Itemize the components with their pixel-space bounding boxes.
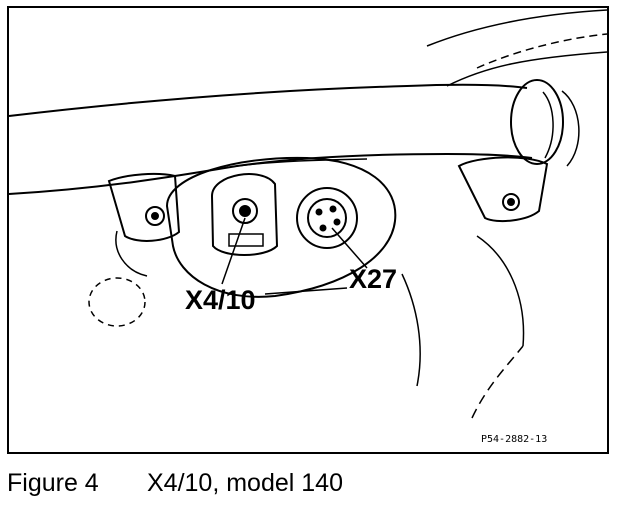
connector-x4-10	[210, 173, 279, 256]
reference-code: P54-2882-13	[481, 434, 547, 445]
figure-caption: Figure 4 X4/10, model 140	[7, 466, 607, 500]
opening-outline	[88, 277, 146, 327]
illustration-border	[7, 6, 609, 454]
cross-member	[8, 79, 580, 195]
connector-x27	[296, 187, 358, 249]
upper-body-panel	[426, 9, 608, 87]
leader-lines	[221, 217, 368, 295]
callout-x4-10: X4/10	[185, 285, 256, 315]
figure-caption-text: X4/10, model 140	[147, 469, 343, 497]
callout-x27: X27	[349, 264, 397, 294]
figure-number: Figure 4	[7, 469, 99, 497]
mounting-plate	[165, 156, 397, 298]
left-bracket	[107, 172, 181, 277]
technical-illustration: X4/10 X27 P54-2882-13	[7, 6, 609, 454]
right-bracket	[457, 156, 549, 223]
illustration-frame: X4/10 X27 P54-2882-13	[7, 6, 609, 454]
body-contour	[401, 235, 525, 419]
